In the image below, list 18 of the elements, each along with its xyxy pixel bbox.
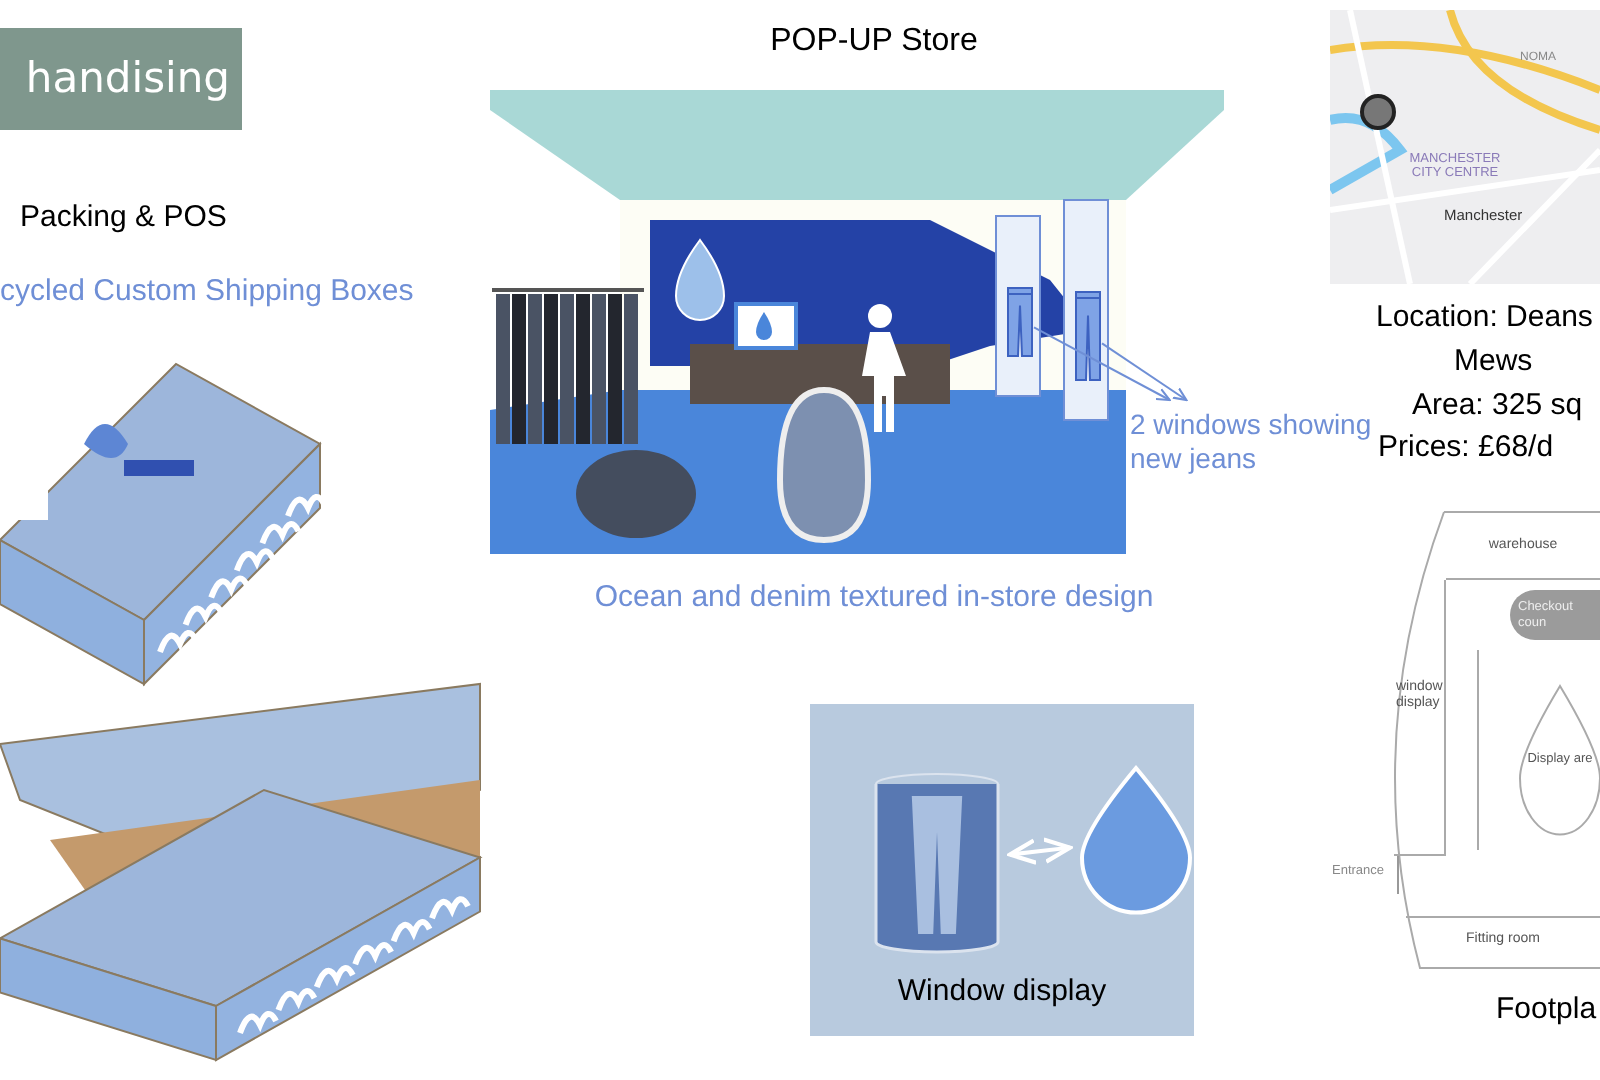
price-text: Prices: £68/d	[1378, 430, 1554, 464]
title-banner: handising	[0, 28, 242, 130]
jeans-cylinder-drawing	[874, 772, 1000, 954]
arrow	[1007, 837, 1073, 865]
jeans-icon	[1074, 288, 1102, 380]
heading: Packing & POS	[20, 200, 227, 234]
callout-text: 2 windows showing new jeans	[1130, 400, 1374, 488]
location-text: Location: Deans	[1376, 300, 1593, 334]
caption: Footpla	[1496, 992, 1597, 1026]
location-text: Mews	[1454, 344, 1533, 378]
arrow	[1101, 342, 1188, 402]
jeans-icon	[1006, 284, 1034, 356]
area-text: Area: 325 sq	[1412, 388, 1583, 422]
caption: Ocean and denim textured in-store design	[594, 580, 1154, 614]
heading: POP-UP Store	[770, 24, 978, 60]
water-drop-drawing	[1080, 766, 1192, 914]
caption: cycled Custom Shipping Boxes	[0, 274, 414, 308]
caption: Window display	[897, 974, 1107, 1008]
